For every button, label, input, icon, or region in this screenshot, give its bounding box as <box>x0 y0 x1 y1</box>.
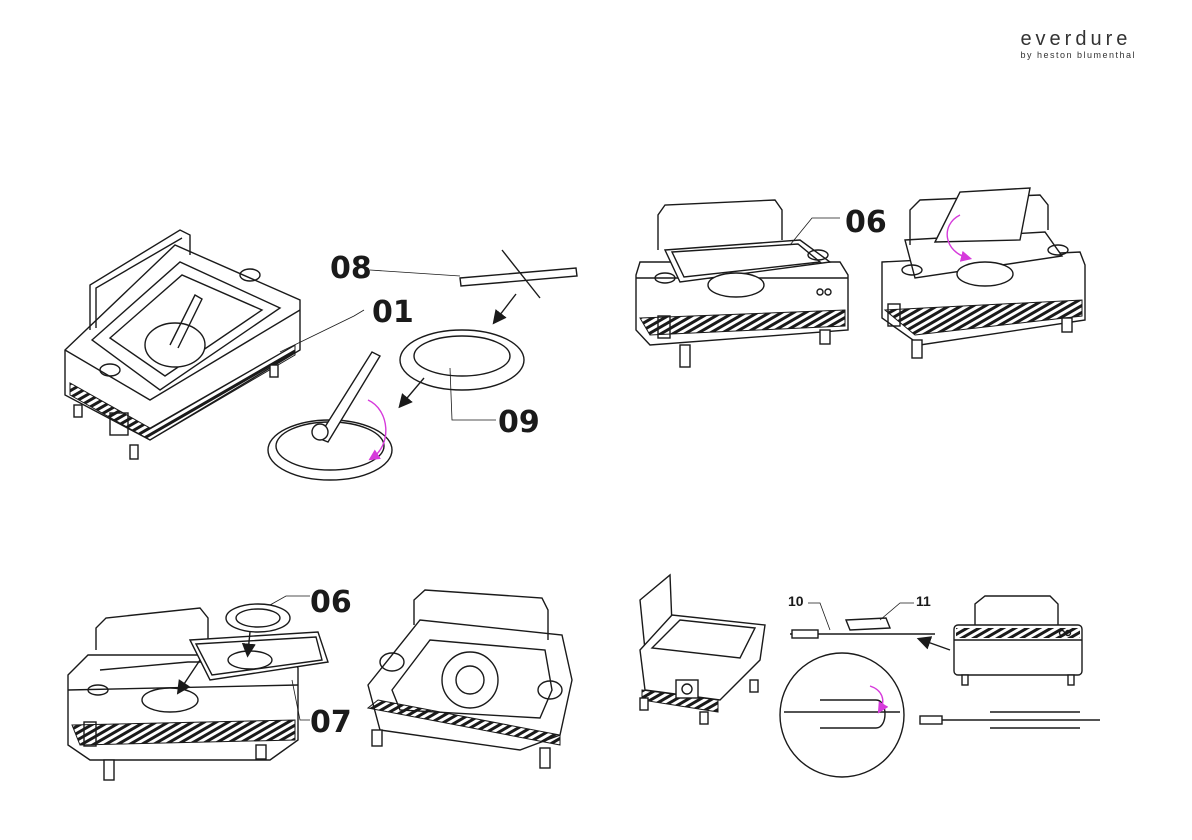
step-bottom-left: 06 07 <box>68 585 572 780</box>
rotisserie-parts: 10 11 <box>788 593 935 638</box>
callout-06: 06 <box>845 205 887 240</box>
callout-09: 09 <box>498 405 540 440</box>
detail-magnifier <box>780 653 904 777</box>
grill-unit-front <box>954 596 1082 685</box>
firebox-tray-part <box>190 632 328 680</box>
callout-10: 10 <box>788 593 804 609</box>
grill-unit <box>882 188 1085 358</box>
arrow-icon <box>402 378 424 404</box>
step-top-left: 08 01 09 <box>65 230 577 480</box>
grill-unit <box>68 608 298 780</box>
callout-07: 07 <box>310 705 352 740</box>
callout-06: 06 <box>310 585 352 620</box>
skewer-part <box>460 250 577 298</box>
grill-unit-topview <box>368 590 572 768</box>
skewer-assembled <box>920 712 1100 728</box>
arrow-icon <box>496 294 516 320</box>
callout-01: 01 <box>372 295 414 330</box>
step-top-right: 06 <box>636 188 1085 367</box>
arrow-icon <box>922 640 950 650</box>
grill-unit <box>636 200 848 367</box>
grill-unit <box>65 230 300 459</box>
grill-unit-open <box>640 575 765 724</box>
callout-08: 08 <box>330 251 372 286</box>
step-bottom-right: 10 11 <box>640 575 1100 777</box>
drip-tray-part <box>268 352 392 480</box>
bowl-part <box>400 330 524 390</box>
callout-11: 11 <box>916 593 931 609</box>
